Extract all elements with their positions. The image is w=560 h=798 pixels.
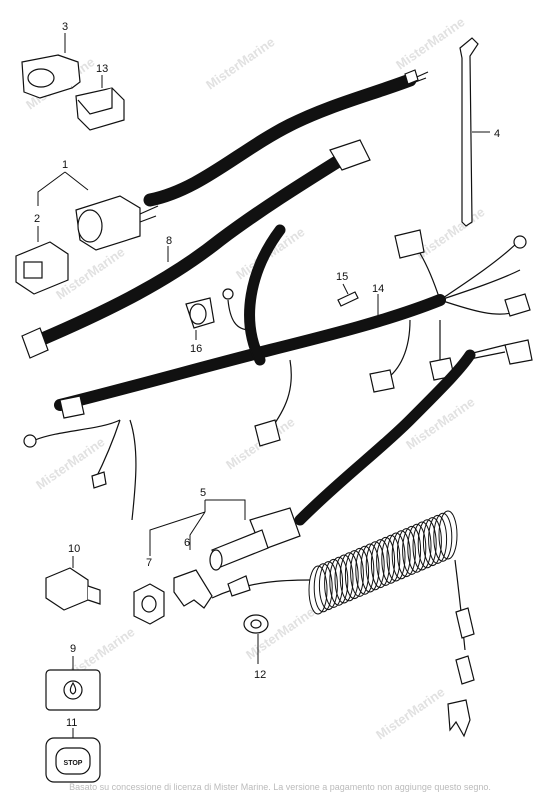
part-9-decal [45, 656, 101, 711]
part-2-holder [15, 241, 69, 295]
callout-16: 16 [190, 343, 202, 355]
part-4-cable-tie [459, 37, 490, 227]
part-10-sensor [45, 556, 101, 611]
coil-loop [402, 525, 422, 575]
coil-cord [308, 510, 458, 615]
callout-1: 1 [62, 159, 68, 171]
callout-15: 15 [336, 271, 348, 283]
coil-loop [334, 554, 354, 604]
part-15-plug [337, 283, 359, 307]
part-8-harness [21, 69, 429, 359]
coil-loop [344, 550, 364, 600]
part-3-grommet [21, 33, 81, 99]
watermark-text: MisterMarine [203, 34, 277, 92]
coil-loop [386, 532, 406, 582]
callout-2: 2 [34, 213, 40, 225]
coil-loop [350, 547, 370, 597]
coil-loop [318, 561, 338, 611]
coil-loop [396, 528, 416, 578]
callout-3: 3 [62, 21, 68, 33]
part-16-clip [185, 288, 251, 340]
callout-4: 4 [494, 128, 500, 140]
leaders-1-2 [37, 171, 89, 242]
part-7-nut [133, 583, 165, 625]
coil-loop [355, 545, 375, 595]
coil-loop [365, 541, 385, 591]
coil-loop [433, 512, 453, 562]
coil-loop [438, 510, 458, 560]
part-12-washer [243, 614, 269, 664]
coil-loop [407, 523, 427, 573]
callout-8: 8 [166, 235, 172, 247]
part-6-clip [173, 569, 311, 609]
callout-11: 11 [66, 717, 77, 729]
coil-loop [417, 519, 437, 569]
callout-10: 10 [68, 543, 80, 555]
part-5-lanyard-switch [149, 339, 533, 571]
footer-note: Basato su concessione di licenza di Mist… [69, 782, 491, 792]
watermark-text: MisterMarine [413, 204, 487, 262]
stop-label: STOP [64, 760, 83, 767]
callout-labels: 3 13 4 1 2 8 15 14 16 5 6 7 10 12 9 11 [34, 21, 500, 729]
coil-loop [324, 558, 344, 608]
coil-loop [391, 530, 411, 580]
coil-loop [370, 539, 390, 589]
watermark-text: MisterMarine [373, 684, 447, 742]
callout-5: 5 [200, 487, 206, 499]
coil-loop [428, 514, 448, 564]
lanyard-end [447, 559, 475, 738]
callout-12: 12 [254, 669, 266, 681]
coil-loop [381, 534, 401, 584]
coil-loop [308, 565, 328, 615]
coil-loop [329, 556, 349, 606]
coil-loop [412, 521, 432, 571]
watermark-text: MisterMarine [393, 14, 467, 72]
callout-7: 7 [146, 557, 152, 569]
coil-loop [360, 543, 380, 593]
callout-14: 14 [372, 283, 384, 295]
coil-loop [376, 536, 396, 586]
coil-loop [313, 563, 333, 613]
part-1-switch [75, 195, 159, 251]
part-14-main-harness [23, 224, 531, 521]
coil-loop [339, 552, 359, 602]
coil-loop [422, 517, 442, 567]
part-11-stop-decal: STOP [45, 728, 101, 783]
callout-13: 13 [96, 63, 108, 75]
callout-9: 9 [70, 643, 76, 655]
part-13-cap [75, 75, 125, 131]
callout-6: 6 [184, 537, 190, 549]
